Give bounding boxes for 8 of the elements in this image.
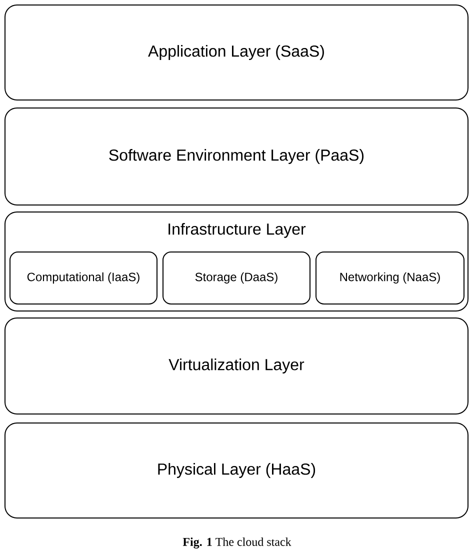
layer-box: Virtualization Layer xyxy=(4,318,468,414)
service-box: Storage (DaaS) xyxy=(162,252,310,304)
caption: Fig. 1 The cloud stack xyxy=(182,538,292,548)
service-box: Networking (NaaS) xyxy=(316,252,464,304)
layer-box: Software Environment Layer (PaaS) xyxy=(4,108,468,206)
layer-box: Physical Layer (HaaS) xyxy=(4,422,468,518)
service-box: Computational (IaaS) xyxy=(10,252,158,304)
layer-box: Application Layer (SaaS) xyxy=(4,4,468,100)
